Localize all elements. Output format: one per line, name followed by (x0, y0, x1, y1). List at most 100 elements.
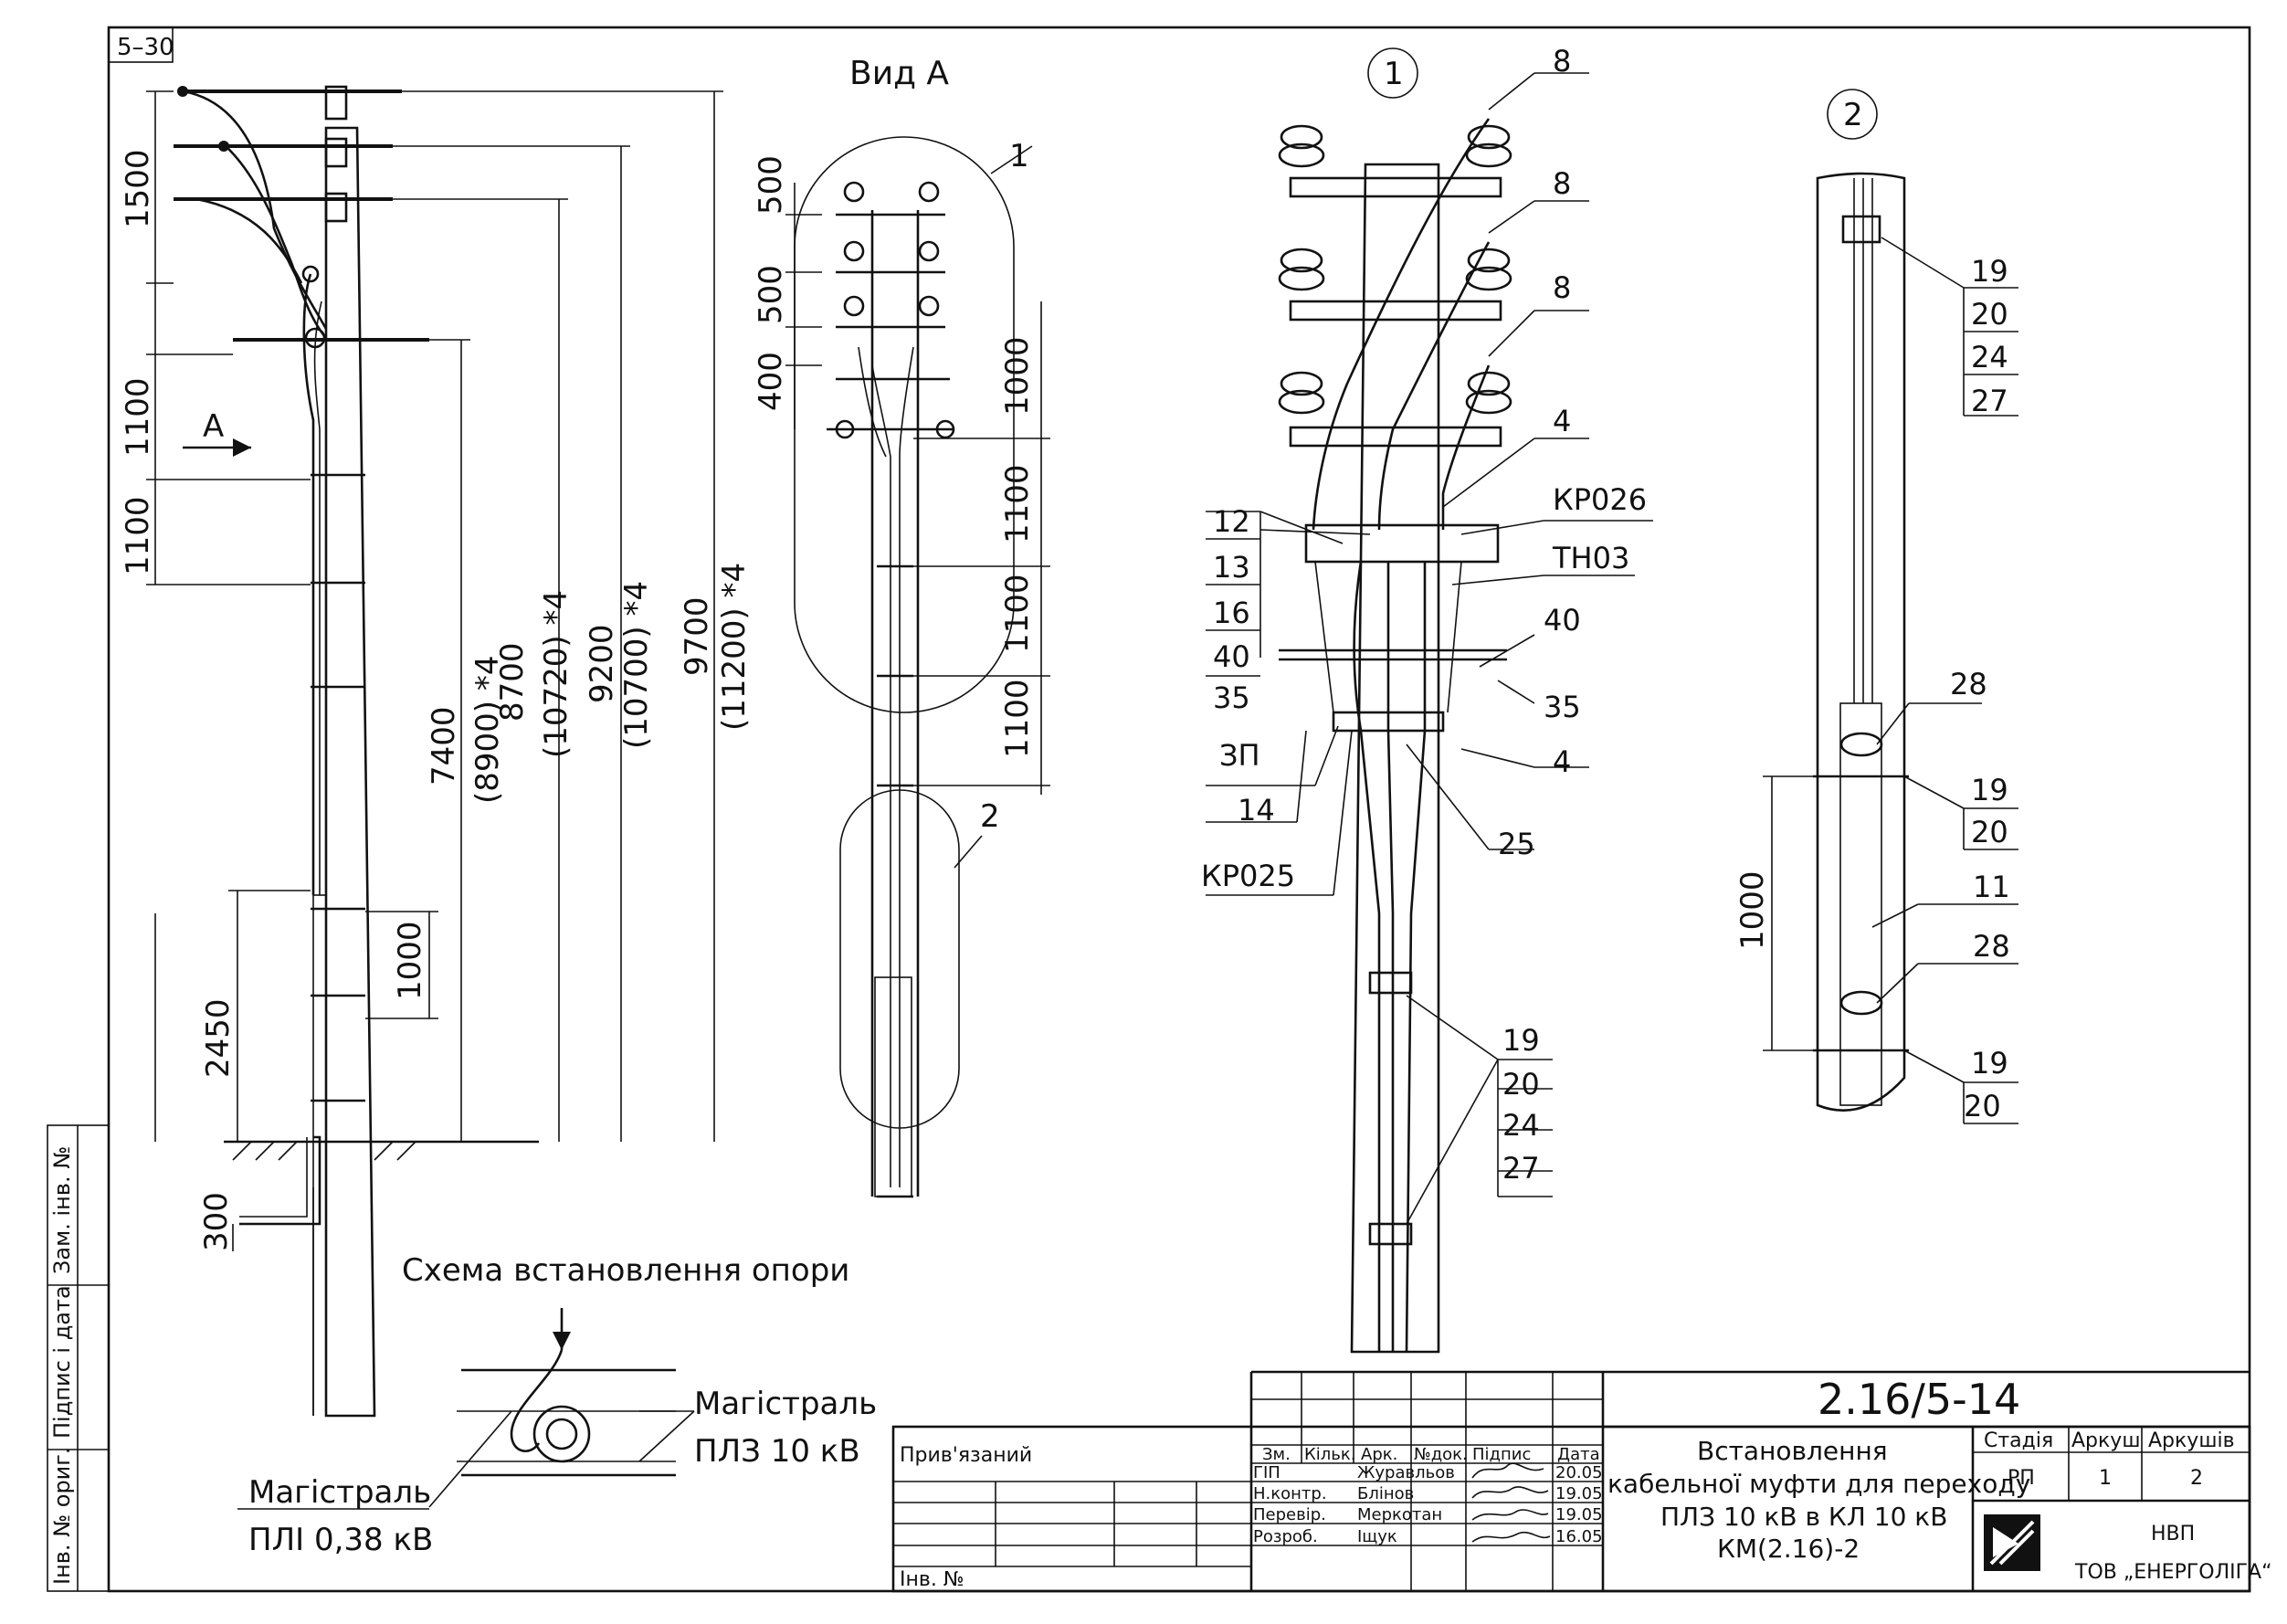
strip-replace-inv: Зам. інв. № (49, 1146, 75, 1274)
left-pole-view: А 1500 1100 1100 2450 1000 300 7400 (890… (120, 85, 753, 1418)
viewa-label-1: 1 (1009, 138, 1029, 174)
dim-7400: 7400 (426, 706, 462, 786)
d1-label-th03: ТН03 (1552, 541, 1629, 575)
d2-label-19a: 19 (1971, 254, 2008, 289)
view-a-title: Вид А (849, 55, 949, 92)
tb-row-2-role: Н.контр. (1253, 1484, 1327, 1503)
dim-1500: 1500 (120, 149, 156, 228)
d1-label-kr025: КР025 (1201, 859, 1295, 893)
tb-row-4-role: Розроб. (1253, 1527, 1318, 1546)
sheet-corner-label: 5–30 (117, 34, 174, 61)
d2-label-19b: 19 (1971, 773, 2008, 807)
tb-h-ark: Арк. (1361, 1445, 1397, 1464)
callout-2 (1827, 89, 1878, 140)
d2-label-20b: 20 (1971, 815, 2008, 849)
d2-label-11: 11 (1973, 870, 2010, 904)
d1-label-24: 24 (1502, 1108, 1540, 1143)
viewa-dim-500b: 500 (753, 265, 789, 324)
tb-arkushiv: 2 (2190, 1467, 2203, 1490)
tb-h-data: Дата (1557, 1445, 1600, 1464)
tb-h-ndok: №док. (1414, 1445, 1468, 1464)
d2-label-19c: 19 (1971, 1046, 2008, 1081)
dim-1000: 1000 (392, 921, 428, 1000)
tb-stadia: РП (2008, 1467, 2035, 1490)
view-a: Вид А (753, 55, 1050, 1198)
tb-title-line-2: кабельної муфти для переходу (1607, 1469, 2030, 1499)
tb-row-3-name: Меркотан (1357, 1505, 1442, 1524)
tb-h-kilk: Кільк. (1304, 1445, 1356, 1464)
tb-row-1-name: Журавльов (1357, 1463, 1455, 1482)
d2-label-24a: 24 (1971, 340, 2008, 374)
callout-1 (1367, 47, 1418, 99)
tb-arkush: 1 (2099, 1467, 2112, 1490)
dim-1100b: 1100 (120, 496, 156, 575)
tb-bound: Прив'язаний (900, 1444, 1032, 1467)
scheme-main1-b: ПЛЗ 10 кВ (694, 1433, 860, 1470)
arrow-a-label: А (203, 408, 224, 445)
dim-8700: 8700 (494, 642, 531, 722)
d1-label-8c: 8 (1553, 270, 1571, 305)
dim-300: 300 (198, 1192, 235, 1251)
tb-row-1-date: 20.05 (1555, 1463, 1603, 1482)
d1-label-kr026: КР026 (1553, 482, 1647, 517)
installation-scheme: Схема встановлення опори Магістраль ПЛЗ … (237, 1252, 877, 1558)
tb-h-zm: Зм. (1262, 1445, 1291, 1464)
viewa-dim-1000: 1000 (999, 336, 1036, 416)
scheme-main2-a: Магістраль (248, 1474, 431, 1511)
dim-10700: (10700) *4 (618, 581, 655, 749)
tb-row-3-role: Перевір. (1253, 1505, 1326, 1524)
scheme-title: Схема встановлення опори (402, 1252, 849, 1289)
detail-1: 1 (1201, 44, 1653, 1354)
tb-row-1-role: ГІП (1253, 1463, 1281, 1482)
tb-inv: Інв. № (900, 1568, 964, 1591)
sheet-frame (107, 26, 2251, 1593)
viewa-dim-1100b: 1100 (999, 574, 1036, 653)
viewa-dim-500a: 500 (753, 155, 789, 215)
scheme-main1-a: Магістраль (694, 1386, 877, 1422)
d1-label-4a: 4 (1553, 404, 1571, 438)
dim-11200: (11200) *4 (716, 563, 753, 731)
tb-row-4-name: Іщук (1357, 1527, 1397, 1546)
tb-title-line-1: Встановлення (1697, 1436, 1888, 1466)
dim-9200: 9200 (584, 624, 620, 703)
company-logo (1984, 1514, 2040, 1571)
tb-arkush-h: Аркуш (2071, 1429, 2140, 1452)
callout-2-label: 2 (1843, 97, 1863, 133)
d1-label-35r: 35 (1544, 690, 1581, 724)
tb-code: 2.16/5-14 (1818, 1375, 2020, 1424)
d1-label-16: 16 (1213, 596, 1250, 630)
d1-label-40r: 40 (1544, 603, 1581, 638)
d2-label-20a: 20 (1971, 297, 2008, 332)
dim-9700: 9700 (679, 596, 715, 676)
tb-row-3-date: 19.05 (1555, 1505, 1603, 1524)
d2-label-27a: 27 (1971, 384, 2008, 418)
viewa-dim-1100c: 1100 (999, 679, 1036, 758)
d1-label-27: 27 (1502, 1151, 1540, 1186)
d2-label-28c: 28 (1973, 929, 2010, 964)
d1-label-20: 20 (1502, 1067, 1540, 1102)
d1-label-35l: 35 (1213, 680, 1250, 715)
tb-org-2: ТОВ „ЕНЕРГОЛІГА“ (2074, 1561, 2271, 1584)
tb-row-2-name: Блінов (1357, 1484, 1414, 1503)
tb-title-line-3: ПЛЗ 10 кВ в КЛ 10 кВ (1660, 1502, 1947, 1532)
tb-arkushiv-h: Аркушів (2148, 1429, 2235, 1452)
tb-title-line-4: КМ(2.16)-2 (1717, 1534, 1860, 1564)
d1-label-13: 13 (1213, 550, 1250, 585)
callout-1-label: 1 (1384, 56, 1404, 92)
viewa-dim-400: 400 (753, 352, 789, 411)
tb-row-2-date: 19.05 (1555, 1484, 1603, 1503)
viewa-dim-1100a: 1100 (999, 464, 1036, 543)
d2-label-20c: 20 (1964, 1089, 2001, 1123)
scheme-main2-b: ПЛІ 0,38 кВ (248, 1522, 433, 1558)
d1-label-19: 19 (1502, 1023, 1540, 1058)
dim-8900: (8900) *4 (469, 656, 506, 805)
corner-box (108, 26, 174, 63)
strip-signature-date: Підпис і дата (49, 1285, 75, 1439)
d1-label-8a: 8 (1553, 44, 1571, 79)
d1-label-8b: 8 (1553, 166, 1571, 201)
strip-inv-orig: Інв. № ориг. (49, 1447, 75, 1585)
d1-label-4b: 4 (1553, 744, 1571, 779)
viewa-label-2: 2 (980, 798, 1000, 835)
dim-2450: 2450 (200, 998, 237, 1078)
